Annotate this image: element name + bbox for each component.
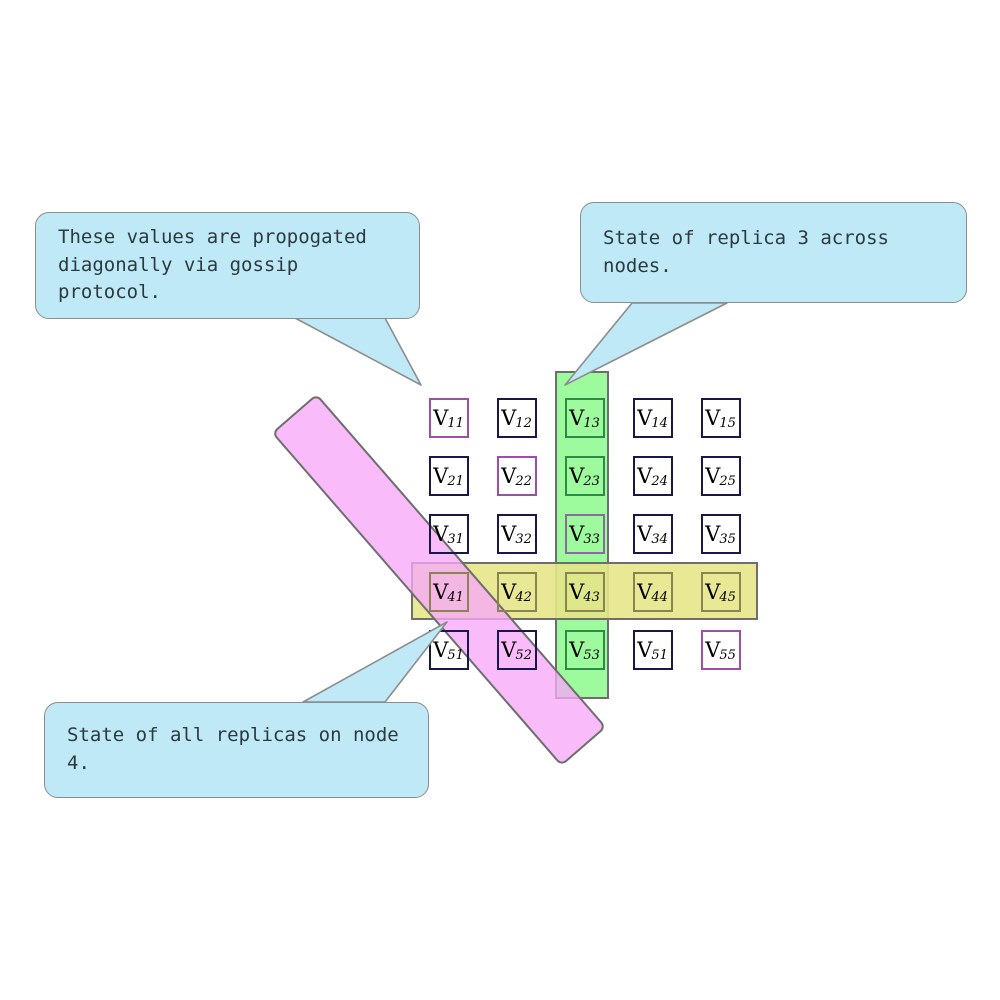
cell-subscript: 32	[515, 531, 532, 547]
cell-symbol: V	[569, 637, 585, 662]
cell-subscript: 34	[651, 531, 668, 547]
cell-subscript: 52	[515, 647, 532, 663]
cell-symbol: V	[637, 637, 653, 662]
cell-subscript: 33	[583, 531, 600, 547]
cell-symbol: V	[501, 521, 517, 546]
cell-subscript: 44	[651, 589, 668, 605]
cell-symbol: V	[501, 637, 517, 662]
cell-symbol: V	[637, 521, 653, 546]
cell-subscript: 41	[447, 589, 464, 605]
cell-subscript: 42	[515, 589, 532, 605]
callout-gossip-protocol: These values are propogated diagonally v…	[35, 212, 420, 319]
cell-subscript: 51	[447, 647, 464, 663]
cell-subscript: 15	[719, 415, 736, 431]
cell-symbol: V	[705, 463, 721, 488]
cell-subscript: 51	[651, 647, 668, 663]
cell-subscript: 14	[651, 415, 668, 431]
cell-subscript: 24	[651, 473, 668, 489]
gossip-callout-tail	[294, 317, 422, 386]
cell-subscript: 21	[447, 473, 464, 489]
cell-symbol: V	[433, 637, 449, 662]
node4-callout-tail	[302, 621, 448, 703]
replica3-callout-tail	[564, 302, 728, 386]
cell-symbol: V	[637, 463, 653, 488]
cell-symbol: V	[705, 521, 721, 546]
cell-subscript: 43	[583, 589, 600, 605]
cell-symbol: V	[705, 405, 721, 430]
cell-subscript: 25	[719, 473, 736, 489]
callout-node-4: State of all replicas on node 4.	[44, 702, 429, 798]
callout-replica-3: State of replica 3 across nodes.	[580, 202, 967, 303]
cell-symbol: V	[569, 521, 585, 546]
cell-subscript: 53	[583, 647, 600, 663]
cell-symbol: V	[501, 405, 517, 430]
cell-subscript: 12	[515, 415, 532, 431]
cell-symbol: V	[569, 405, 585, 430]
cell-symbol: V	[433, 521, 449, 546]
cell-symbol: V	[705, 637, 721, 662]
cell-symbol: V	[433, 405, 449, 430]
cell-subscript: 55	[719, 647, 736, 663]
cell-subscript: 23	[583, 473, 600, 489]
cell-subscript: 31	[447, 531, 464, 547]
cell-symbol: V	[637, 405, 653, 430]
cell-subscript: 35	[719, 531, 736, 547]
cell-subscript: 45	[719, 589, 736, 605]
cell-subscript: 22	[515, 473, 532, 489]
cell-subscript: 13	[583, 415, 600, 431]
cell-subscript: 11	[447, 415, 464, 431]
